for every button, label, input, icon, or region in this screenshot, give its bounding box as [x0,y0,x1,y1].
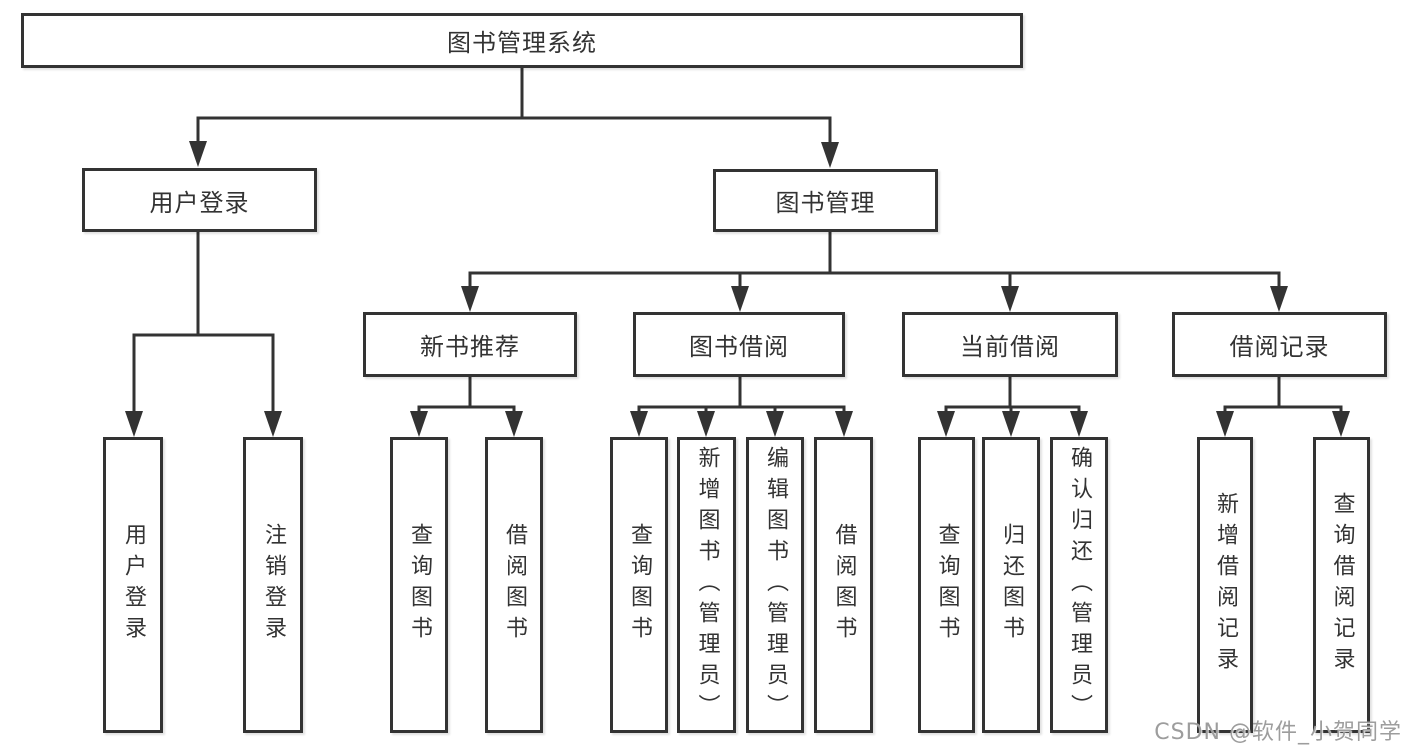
node-leaf-borrow-book-1-label: 借阅图书 [502,523,527,647]
node-leaf-query-book-1: 查询图书 [390,437,448,733]
node-new-book-rec: 新书推荐 [363,312,577,377]
node-leaf-query-record-label: 查询借阅记录 [1329,492,1355,678]
connector-user-login [132,230,275,416]
node-leaf-add-record: 新增借阅记录 [1197,437,1253,733]
node-current-borrow: 当前借阅 [902,312,1118,377]
node-book-borrow: 图书借阅 [633,312,845,377]
node-leaf-borrow-book-1: 借阅图书 [485,437,543,733]
node-leaf-confirm-return: 确认归还（管理员） [1050,437,1108,733]
node-leaf-query-record: 查询借阅记录 [1313,437,1370,733]
node-leaf-user-login: 用户登录 [103,437,163,733]
node-leaf-add-book: 新增图书（管理员） [677,437,736,733]
node-leaf-add-record-label: 新增借阅记录 [1213,492,1238,678]
node-leaf-borrow-book-2-label: 借阅图书 [831,523,857,647]
connector-root [196,66,832,147]
node-leaf-query-book-1-label: 查询图书 [407,523,432,647]
node-leaf-return-book: 归还图书 [982,437,1040,733]
node-leaf-query-book-2-label: 查询图书 [627,523,652,647]
arrowheads [125,141,1350,437]
node-leaf-confirm-return-label: 确认归还（管理员） [1067,445,1092,725]
node-leaf-edit-book-label: 编辑图书（管理员） [763,445,788,725]
node-leaf-edit-book: 编辑图书（管理员） [746,437,804,733]
connector-new-book-rec [417,375,516,416]
node-leaf-query-book-3-label: 查询图书 [934,523,960,647]
connector-book-mgmt [468,230,1281,291]
node-leaf-query-book-3: 查询图书 [918,437,975,733]
csdn-watermark: CSDN @软件_小贺同学 [1154,720,1402,745]
node-root: 图书管理系统 [21,13,1023,68]
node-leaf-logout: 注销登录 [243,437,303,733]
node-leaf-return-book-label: 归还图书 [999,523,1024,647]
node-leaf-logout-label: 注销登录 [261,523,286,647]
node-user-login: 用户登录 [82,168,317,232]
node-leaf-borrow-book-2: 借阅图书 [814,437,873,733]
node-leaf-query-book-2: 查询图书 [610,437,668,733]
node-leaf-user-login-label: 用户登录 [121,523,146,647]
node-borrow-records: 借阅记录 [1172,312,1387,377]
node-book-mgmt: 图书管理 [713,169,938,232]
node-leaf-add-book-label: 新增图书（管理员） [694,445,720,725]
connector-borrow-records [1223,375,1343,416]
connector-current-borrow [944,375,1081,416]
connector-book-borrow [637,375,846,416]
